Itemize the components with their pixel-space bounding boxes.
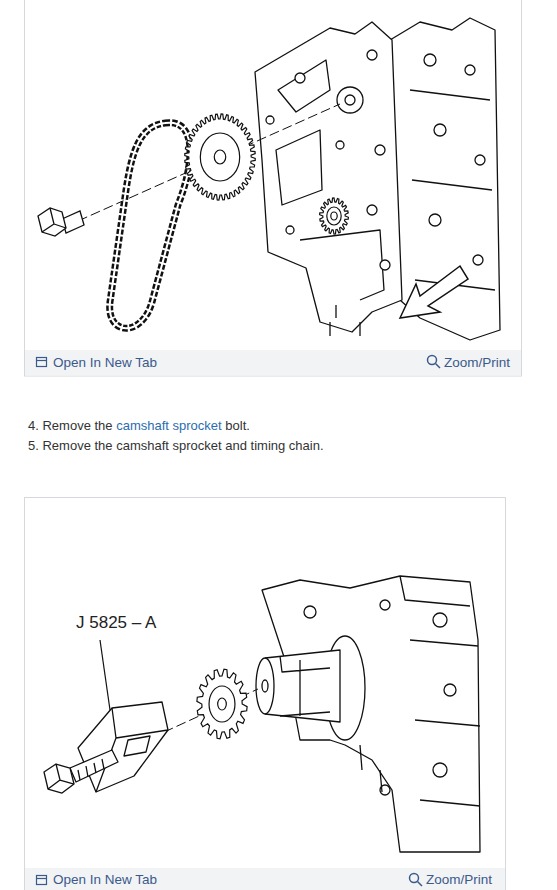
figure-panel [25,0,522,376]
panel-bar [25,868,505,890]
leader-line [100,640,110,710]
crankshaft-sprocket [197,669,247,739]
tab-icon [37,876,47,885]
camshaft-sprocket-bolt [38,208,84,236]
link-text: Open In New Tab [53,872,157,888]
puller-tool [44,702,168,793]
sprocket-bore [214,150,225,164]
sprocket-bore [331,212,337,220]
sprocket-teeth [197,669,247,739]
step-line: 4. Remove thecamshaft sprocketbolt. [28,418,254,433]
sprocket-teeth [320,198,349,234]
tool-label: J 5825 – A [76,613,156,633]
tab-icon [37,358,47,367]
panel-bar [25,350,521,376]
link-text: Zoom/Print [426,872,492,888]
engine-block [255,18,500,340]
sprocket-hub [209,686,235,722]
figure-panel [25,498,506,890]
zoom-icon [410,874,423,887]
camshaft-sprocket [185,114,255,200]
sprocket-bore [218,698,227,710]
link-text: camshaft sprocket [116,418,222,433]
direction-arrow [400,266,468,318]
engine-block [256,576,480,852]
sprocket-hub [327,207,341,225]
sprocket-teeth [185,114,255,200]
link-text: Open In New Tab [53,355,157,371]
zoom-icon [428,356,441,369]
axis-line [78,104,340,221]
step-text: 4. Remove the [28,418,113,433]
step-text: bolt. [225,418,250,433]
crankshaft-sprocket [320,198,349,234]
sprocket-hub [200,133,239,181]
link-text: Zoom/Print [444,355,510,371]
timing-chain [110,123,190,329]
step-text: 5. Remove the camshaft sprocket and timi… [28,438,324,454]
